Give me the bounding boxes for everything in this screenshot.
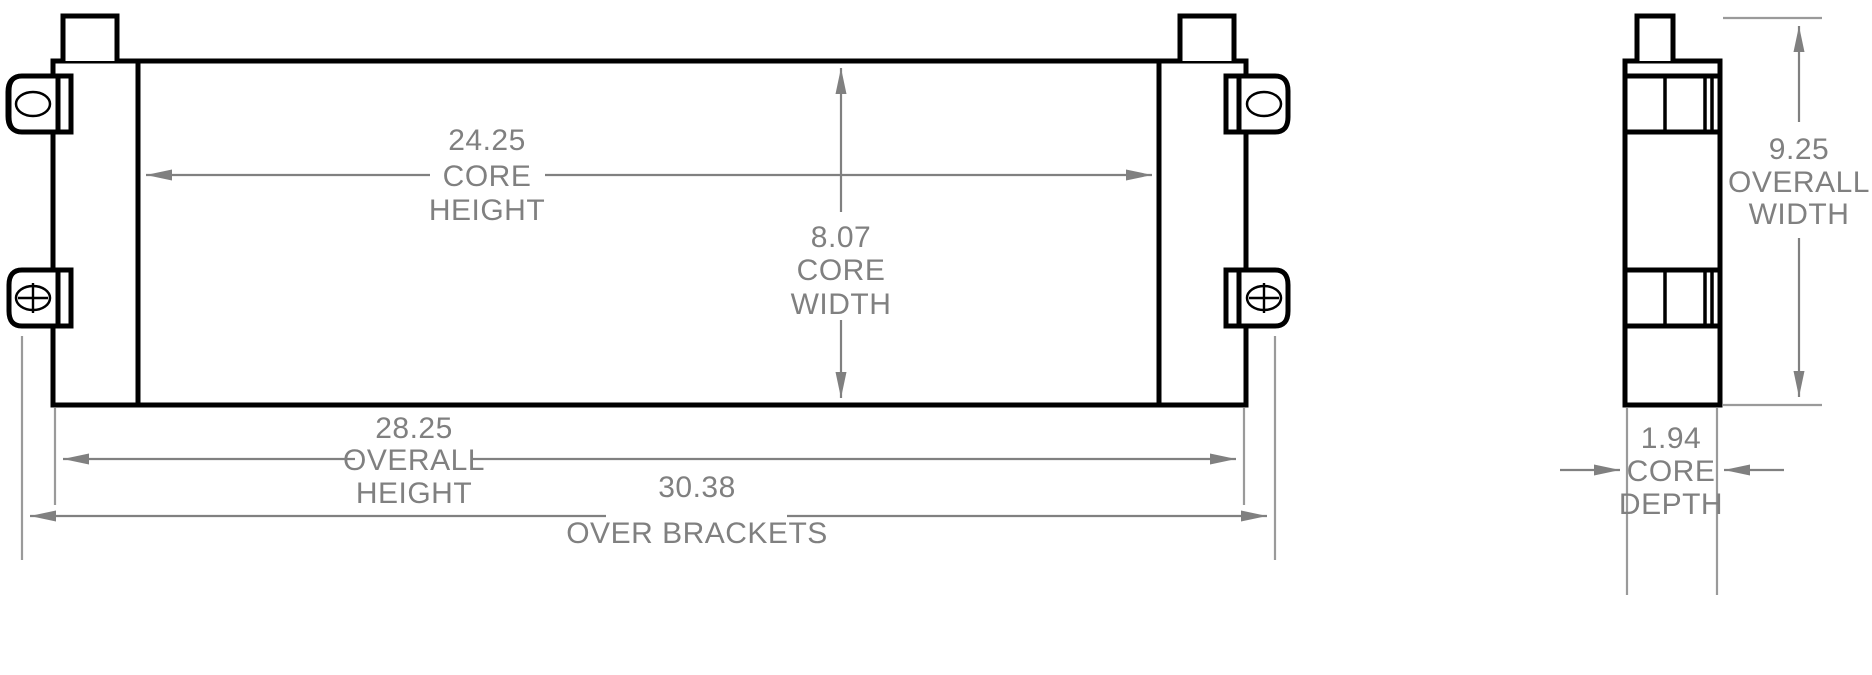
dimension-core-width: 8.07 CORE WIDTH	[791, 68, 892, 398]
bracket-lower-right	[1223, 267, 1291, 329]
dimension-over-brackets: 30.38 OVER BRACKETS	[20, 336, 1277, 560]
dim-core-height-value: 24.25	[448, 124, 526, 157]
dimension-core-height: 24.25 CORE HEIGHT	[146, 124, 1152, 227]
side-inlet-neck	[1634, 13, 1676, 61]
dim-overall-width-value: 9.25	[1769, 133, 1829, 166]
bracket-upper-right	[1223, 73, 1291, 135]
dim-core-depth-label2: DEPTH	[1619, 488, 1723, 521]
bracket-hole-upper-left	[14, 90, 52, 118]
dimension-core-depth: 1.94 CORE DEPTH	[1560, 408, 1784, 595]
dim-over-brackets-label1: OVER BRACKETS	[566, 517, 828, 550]
side-bracket-upper	[1622, 73, 1723, 135]
right-outlet-neck	[1177, 13, 1237, 61]
bracket-lower-left	[6, 267, 74, 329]
bracket-hole-upper-right	[1245, 90, 1283, 118]
core-body-outline	[50, 58, 1249, 408]
dim-core-width-label1: CORE	[797, 254, 886, 287]
dim-core-height-label1: CORE	[443, 160, 532, 193]
dim-overall-height-label1: OVERALL	[343, 444, 485, 477]
left-inlet-neck	[60, 13, 120, 61]
dim-core-width-label2: WIDTH	[791, 288, 892, 321]
dim-core-depth-label1: CORE	[1627, 455, 1716, 488]
bracket-upper-left	[5, 73, 74, 135]
dim-overall-height-value: 28.25	[375, 412, 453, 445]
dim-core-width-value: 8.07	[811, 221, 871, 254]
side-bracket-lower	[1622, 267, 1723, 329]
dimension-overall-width: 9.25 OVERALL WIDTH	[1723, 16, 1870, 407]
dim-overall-width-label1: OVERALL	[1728, 166, 1870, 199]
front-view: 24.25 CORE HEIGHT 8.07 CORE WIDTH 28.25 …	[5, 13, 1291, 560]
dim-core-depth-value: 1.94	[1641, 422, 1701, 455]
dim-overall-height-label2: HEIGHT	[356, 477, 472, 510]
dim-overall-width-label2: WIDTH	[1749, 198, 1850, 231]
dim-over-brackets-value: 30.38	[658, 471, 736, 504]
dimension-overall-height: 28.25 OVERALL HEIGHT	[53, 408, 1246, 510]
side-view: 9.25 OVERALL WIDTH 1.94 CORE DEPTH	[1560, 13, 1870, 595]
dim-core-height-label2: HEIGHT	[429, 194, 545, 227]
